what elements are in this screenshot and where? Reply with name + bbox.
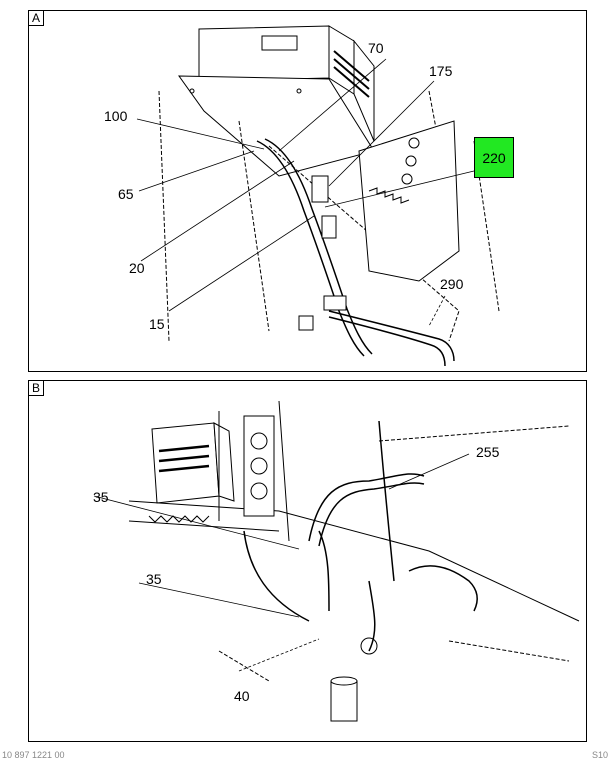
panel-b-illustration: 255 35 35 40 — [93, 400, 580, 722]
connector-block — [298, 175, 347, 331]
callout-175: 175 — [429, 63, 453, 79]
panel-a: A — [28, 10, 587, 372]
callout-65: 65 — [118, 186, 134, 202]
callout-70: 70 — [368, 40, 384, 56]
callout-35-upper: 35 — [93, 489, 109, 505]
panel-b: B — [28, 380, 587, 742]
leader-lines — [136, 58, 475, 327]
frame-rail — [128, 400, 580, 622]
callout-255: 255 — [476, 444, 500, 460]
wiring-harness — [243, 420, 479, 652]
wiring-harness — [256, 138, 455, 367]
frame-bracket — [358, 120, 460, 282]
callout-20: 20 — [129, 260, 145, 276]
panel-a-tag: A — [29, 11, 44, 26]
callout-35-lower: 35 — [146, 571, 162, 587]
sheet-reference: S10 — [591, 750, 608, 760]
electronic-module-box — [198, 25, 375, 142]
callout-15: 15 — [149, 316, 165, 332]
panel-a-illustration: 70 175 100 65 20 15 290 — [104, 25, 500, 367]
callout-290: 290 — [440, 276, 464, 292]
callout-100: 100 — [104, 108, 128, 124]
leader-lines — [93, 453, 470, 672]
drawing-number: 10 897 1221 00 — [2, 750, 65, 760]
callout-40: 40 — [234, 688, 250, 704]
highlighted-callout-220[interactable]: 220 — [474, 137, 514, 178]
mounting-plate — [178, 75, 375, 177]
electronic-module-box — [151, 422, 235, 504]
panel-b-tag: B — [29, 381, 44, 396]
dashed-outline — [218, 425, 570, 682]
